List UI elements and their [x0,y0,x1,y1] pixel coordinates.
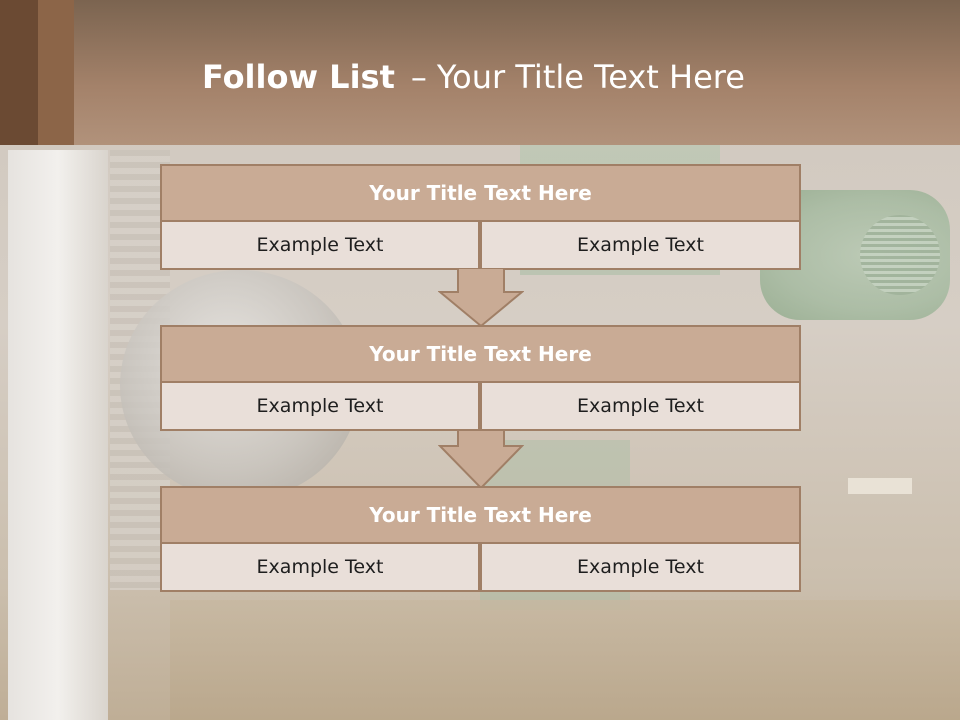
header-stripe [38,0,74,145]
step-cell-left[interactable]: Example Text [160,381,480,431]
step-cell-right[interactable]: Example Text [480,542,801,592]
step-cell-left[interactable]: Example Text [160,220,480,270]
step-cell-left[interactable]: Example Text [160,542,480,592]
slide-title[interactable]: Follow List–Your Title Text Here [202,52,745,102]
step-title[interactable]: Your Title Text Here [160,164,801,222]
step-title[interactable]: Your Title Text Here [160,486,801,544]
down-arrow-icon [438,268,524,328]
step-cell-right[interactable]: Example Text [480,220,801,270]
header-stripe [0,0,38,145]
slide-title-rest: Your Title Text Here [436,58,745,96]
step-cell-right[interactable]: Example Text [480,381,801,431]
header-band [0,0,960,145]
slide-title-separator: – [410,58,427,96]
step-title[interactable]: Your Title Text Here [160,325,801,383]
slide-title-bold: Follow List [202,58,395,96]
down-arrow-icon [438,430,524,490]
